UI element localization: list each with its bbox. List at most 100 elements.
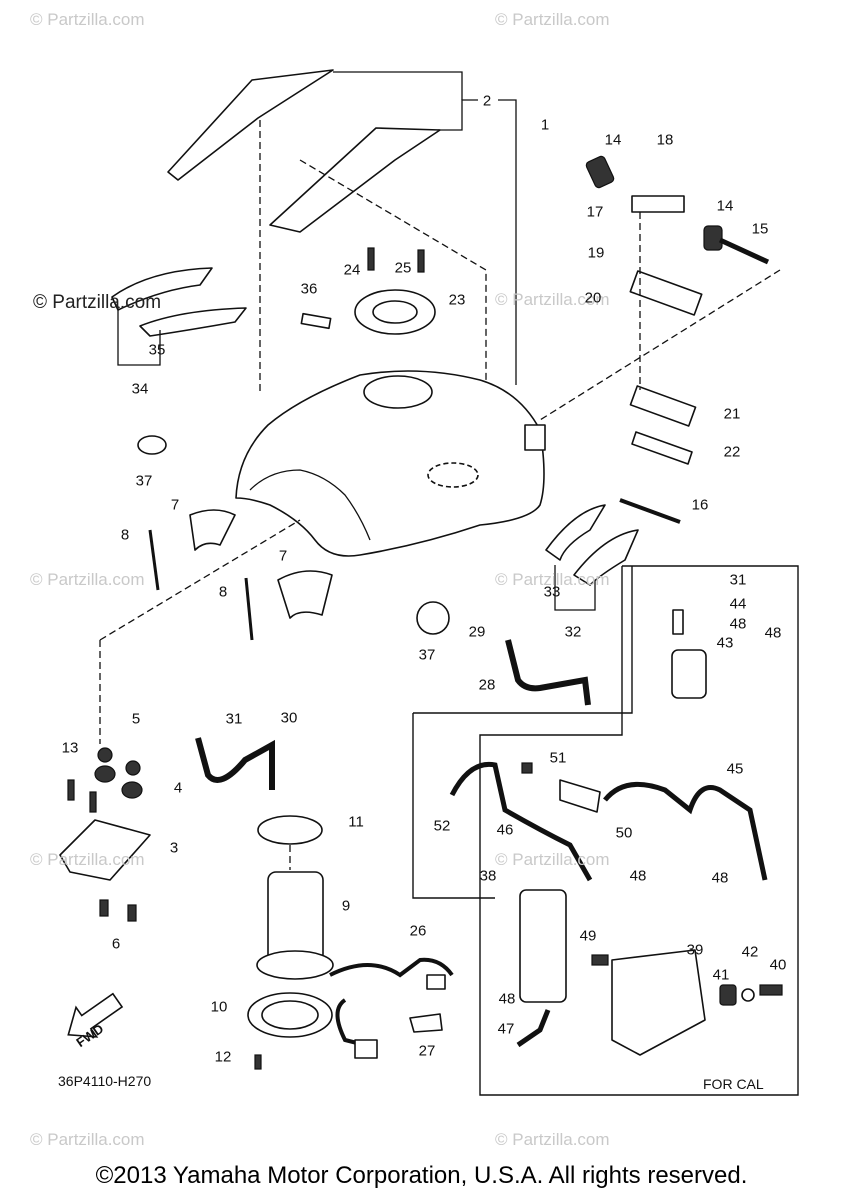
holder-50 [559,779,601,813]
callout: 14 [604,131,622,149]
watermark: © Partzilla.com [495,290,610,309]
bolt-13b [89,791,97,813]
watermark: © Partzilla.com [30,10,145,29]
callout: 27 [418,1042,436,1060]
callout: 47 [497,1020,515,1038]
callout: 23 [448,291,466,309]
stay-22 [631,431,693,465]
graphic-left [167,69,334,181]
callout: 7 [278,547,288,565]
callout: 48 [629,867,647,885]
bolt-49 [591,954,609,966]
holder-27 [409,1013,443,1033]
callout: 34 [131,380,149,398]
callout: 29 [468,623,486,641]
callout: 41 [712,966,730,984]
callout: 10 [210,998,228,1016]
callout: 24 [343,261,361,279]
callout: 8 [120,526,130,544]
bracket-17 [631,195,685,213]
callout: 4 [173,779,183,797]
damper-4a [94,765,116,783]
dash-2b [299,159,487,520]
plate-10-inner [261,1000,319,1030]
callout: 25 [394,259,412,277]
bolt-13a [67,779,75,801]
callout: 16 [691,496,709,514]
pad-37b [416,601,450,635]
callout: 9 [341,897,351,915]
callout: 28 [478,676,496,694]
callout: 26 [409,922,427,940]
callout: 3 [169,839,179,857]
watermark-prominent: © Partzilla.com [33,292,162,313]
leader-2a [333,71,463,100]
callout: 6 [111,935,121,953]
bolt-24 [367,247,375,271]
for-cal-label: FOR CAL [703,1076,764,1092]
protector-7a [189,509,236,551]
leader-32 [554,565,596,611]
canister-38 [519,889,567,1003]
oring-11 [257,815,323,845]
tank-edge [249,469,371,541]
watermark: © Partzilla.com [495,570,610,589]
fuel-cap-hole [363,375,433,409]
callout: 50 [615,824,633,842]
callout: 22 [723,443,741,461]
callout: 36 [300,280,318,298]
for-cal-region-outline [479,565,799,1096]
callout: 31 [225,710,243,728]
collar-42 [741,988,755,1002]
harness-26 [329,957,454,978]
callout: 33 [543,583,561,601]
hose-46 [449,761,593,882]
leader-34 [117,308,161,366]
bolt-16 [619,498,681,524]
watermark: © Partzilla.com [30,570,145,589]
protector-7b [277,570,333,619]
watermark: © Partzilla.com [495,10,610,29]
pad-37a [137,435,167,455]
bolt-6b [127,904,137,922]
leader-1 [498,99,517,385]
watermark: © Partzilla.com [495,850,610,869]
damper-41 [719,984,737,1006]
callout: 8 [218,583,228,601]
pump-flange [256,950,334,980]
callout: 5 [131,710,141,728]
bolt-51 [521,762,533,774]
callout: 17 [586,203,604,221]
callout: 43 [716,634,734,652]
callout: 15 [751,220,769,238]
bolt-12 [254,1054,262,1070]
leader-2b [438,99,478,131]
damper-20 [629,270,703,316]
harness-lead [335,998,366,1047]
connector-pump [354,1039,378,1059]
watermark: © Partzilla.com [30,1130,145,1149]
callout: 39 [686,941,704,959]
callout: 40 [769,956,787,974]
pin-15 [718,237,770,265]
callout: 48 [764,624,782,642]
pad-36 [300,312,332,330]
pump-opening [427,462,479,488]
callout: 19 [587,244,605,262]
fuel-pump-9 [267,871,324,963]
callout: 30 [280,709,298,727]
callout: 38 [479,867,497,885]
band-8b [244,577,254,641]
callout: 48 [711,869,729,887]
graphic-right [269,127,441,233]
callout: 44 [729,595,747,613]
rubber-14a [585,155,615,189]
callout: 12 [214,1048,232,1066]
callout: 42 [741,943,759,961]
callout: 18 [656,131,674,149]
bolt-6a [99,899,109,917]
hose-45 [603,781,768,881]
callout: 14 [716,197,734,215]
hose-28 [505,639,591,706]
fuel-tank [235,370,545,557]
